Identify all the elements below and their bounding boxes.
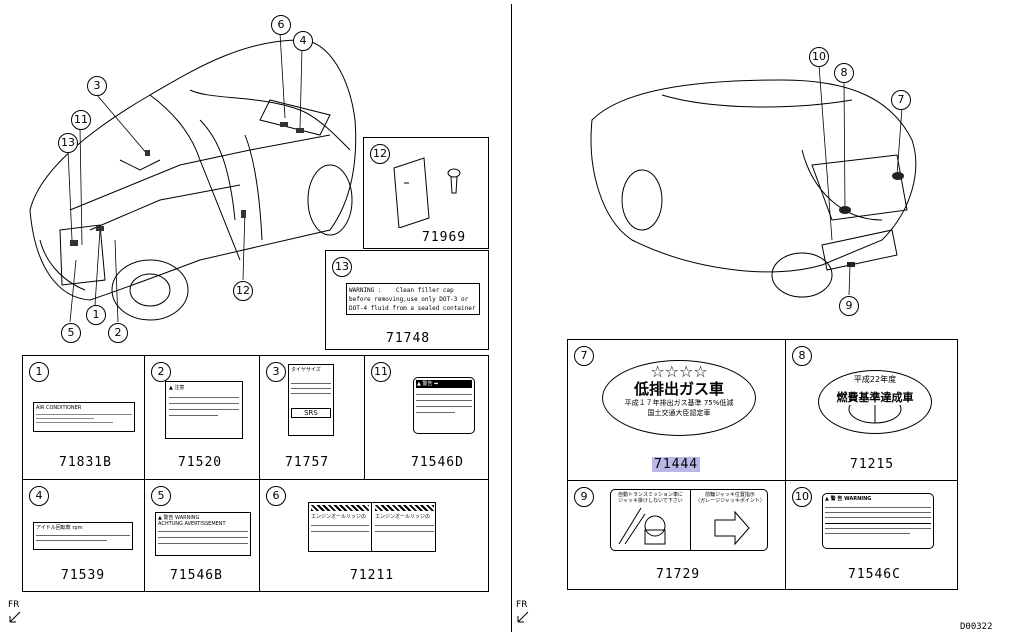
right-car-illustration bbox=[590, 64, 917, 298]
panel-number: 12 bbox=[370, 144, 390, 164]
page-code: D00322 bbox=[960, 622, 993, 632]
callout-3: 3 bbox=[87, 76, 107, 96]
part-number: 71757 bbox=[285, 455, 330, 470]
jack-label: 自動トランスミッション車に ジャッキ掛けしないで下さい 前輪ジャッキ位置指示 （… bbox=[610, 489, 768, 551]
panel-3: 3 タイヤサイズ SRS 71757 bbox=[259, 355, 365, 480]
fr-arrow-icon bbox=[517, 611, 529, 623]
label-title: 低排出ガス車 bbox=[633, 380, 724, 398]
part-number: 71831B bbox=[59, 455, 112, 470]
panel-number: 1 bbox=[29, 362, 49, 382]
part-number-highlighted[interactable]: 71444 bbox=[652, 457, 701, 472]
warning-label: ▲ 警 告 WARNING bbox=[822, 493, 934, 549]
emission-label: ☆☆☆☆ 低排出ガス車 平成１７年排出ガス基準 75%低減 国土交通大臣認定車 bbox=[602, 360, 756, 436]
panel-5: 5 ▲ 警告 WARNING ACHTUNG AVERTISSEMENT 715… bbox=[144, 479, 260, 592]
label-text: エンジンオールリッジの bbox=[311, 514, 367, 520]
part-number: 71729 bbox=[656, 567, 701, 582]
panel-6: 6 エンジンオールリッジの エンジンオールリッジの 71211 bbox=[259, 479, 489, 592]
callout-1: 1 bbox=[86, 305, 106, 325]
label-line: 平成22年度 bbox=[853, 375, 897, 384]
label-text: AIR CONDITIONER bbox=[36, 405, 82, 411]
label-text: ▲ 警告 ➡ bbox=[416, 380, 472, 388]
panel-number: 5 bbox=[151, 486, 171, 506]
label-text: ▲ 警 告 WARNING bbox=[825, 496, 872, 502]
label-text: エンジンオールリッジの bbox=[375, 514, 431, 520]
panel-number: 2 bbox=[151, 362, 171, 382]
callout-11: 11 bbox=[71, 110, 91, 130]
srs-text: SRS bbox=[291, 408, 331, 418]
part-number: 71546B bbox=[170, 568, 223, 583]
callout-5: 5 bbox=[61, 323, 81, 343]
label-text: ▲ 警告 WARNING bbox=[158, 515, 200, 521]
label-image: ▲ 警告 WARNING ACHTUNG AVERTISSEMENT bbox=[155, 512, 251, 556]
stars: ☆☆☆☆ bbox=[650, 362, 708, 381]
label-text: 自動トランスミッション車に ジャッキ掛けしないで下さい bbox=[618, 492, 683, 504]
panel-2: 2 ▲ 注意 71520 bbox=[144, 355, 260, 480]
label-title: 燃費基準達成車 bbox=[836, 391, 914, 404]
callout-7: 7 bbox=[891, 90, 911, 110]
arrow-right-icon bbox=[714, 510, 750, 546]
label-text: 前輪ジャッキ位置指示 （ガレージジャッキポイント） bbox=[695, 492, 765, 504]
label-text: タイヤサイズ bbox=[291, 367, 321, 373]
label-line: 平成１７年排出ガス基準 75%低減 bbox=[624, 399, 734, 407]
callout-6: 6 bbox=[271, 15, 291, 35]
panel-11: 11 ▲ 警告 ➡ 71546D bbox=[364, 355, 489, 480]
fr-label: FR bbox=[8, 600, 20, 610]
panel-number: 8 bbox=[792, 346, 812, 366]
no-jack-icon bbox=[618, 507, 666, 545]
label-text: ▲ 注意 bbox=[169, 385, 185, 391]
callout-9: 9 bbox=[839, 296, 859, 316]
label-image: アイドル回転数 rpm bbox=[33, 522, 133, 550]
part-number: 71969 bbox=[422, 230, 467, 245]
panel-number: 13 bbox=[332, 257, 352, 277]
panel-number: 10 bbox=[792, 487, 812, 507]
front-indicator-right: FR bbox=[516, 600, 532, 627]
label-text: ACHTUNG AVERTISSEMENT bbox=[158, 521, 226, 527]
label-image: AIR CONDITIONER bbox=[33, 402, 135, 432]
panel-7: 7 ☆☆☆☆ 低排出ガス車 平成１７年排出ガス基準 75%低減 国土交通大臣認定… bbox=[567, 339, 786, 481]
panel-9: 9 自動トランスミッション車に ジャッキ掛けしないで下さい 前輪ジャッキ位置指示… bbox=[567, 480, 786, 590]
panel-number: 7 bbox=[574, 346, 594, 366]
callout-2: 2 bbox=[108, 323, 128, 343]
panel-number: 9 bbox=[574, 487, 594, 507]
part-number: 71539 bbox=[61, 568, 106, 583]
panel-1: 1 AIR CONDITIONER 71831B bbox=[22, 355, 145, 480]
grommet-illustration bbox=[393, 157, 461, 228]
label-line: 国土交通大臣認定車 bbox=[647, 409, 711, 417]
label-image: ▲ 注意 bbox=[165, 381, 243, 439]
panel-12: 12 71969 bbox=[363, 137, 489, 249]
warning-label: WARNING : Clean filler cap before removi… bbox=[346, 283, 480, 315]
part-number: 71520 bbox=[178, 455, 223, 470]
label-image: タイヤサイズ SRS bbox=[288, 364, 334, 436]
callout-4: 4 bbox=[293, 31, 313, 51]
fr-arrow-icon bbox=[9, 611, 21, 623]
panel-number: 3 bbox=[266, 362, 286, 382]
part-number: 71546C bbox=[848, 567, 901, 582]
fr-label: FR bbox=[516, 600, 528, 610]
center-divider bbox=[511, 4, 512, 632]
part-number: 71748 bbox=[386, 331, 431, 346]
panel-number: 6 bbox=[266, 486, 286, 506]
callout-8: 8 bbox=[834, 63, 854, 83]
label-text: アイドル回転数 rpm bbox=[36, 525, 83, 531]
left-car-illustration bbox=[29, 32, 357, 323]
panel-8: 8 平成22年度 燃費基準達成車 71215 bbox=[785, 339, 958, 481]
panel-10: 10 ▲ 警 告 WARNING 71546C bbox=[785, 480, 958, 590]
panel-number: 4 bbox=[29, 486, 49, 506]
part-number: 71546D bbox=[411, 455, 464, 470]
fuel-economy-label: 平成22年度 燃費基準達成車 bbox=[818, 370, 932, 434]
callout-13: 13 bbox=[58, 133, 78, 153]
label-image: エンジンオールリッジの エンジンオールリッジの bbox=[308, 502, 436, 552]
callout-12: 12 bbox=[233, 281, 253, 301]
globe-icon bbox=[848, 394, 902, 424]
label-image: ▲ 警告 ➡ bbox=[413, 377, 475, 434]
part-number: 71215 bbox=[850, 457, 895, 472]
callout-10: 10 bbox=[809, 47, 829, 67]
part-number: 71211 bbox=[350, 568, 395, 583]
front-indicator: FR bbox=[8, 600, 24, 627]
panel-number: 11 bbox=[371, 362, 391, 382]
panel-13: 13 WARNING : Clean filler cap before rem… bbox=[325, 250, 489, 350]
panel-4: 4 アイドル回転数 rpm 71539 bbox=[22, 479, 145, 592]
